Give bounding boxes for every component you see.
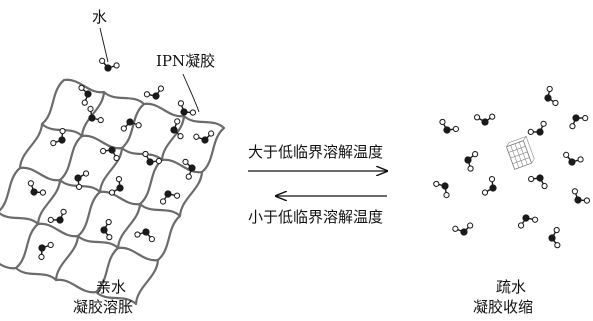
water-molecule-icon: [528, 174, 548, 190]
water-molecule-icon: [481, 176, 497, 196]
gel-swelling-caption: 凝胶溶胀: [73, 298, 134, 316]
water-molecule-icon: [159, 190, 181, 205]
gel-water-molecules: [27, 57, 215, 261]
water-molecule-icon: [433, 180, 450, 199]
water-molecule-icon: [182, 158, 196, 180]
gel-shrink-caption: 凝胶收缩: [473, 298, 534, 316]
ipn-leader-line: [182, 73, 200, 113]
hydrophobic-caption: 疏水: [496, 278, 527, 296]
below-lcst-label: 小于低临界溶解温度: [248, 208, 384, 226]
water-molecule-icon: [548, 226, 561, 249]
above-lcst-label: 大于低临界溶解温度: [248, 143, 384, 161]
free-water-molecules: [433, 85, 591, 249]
water-molecule-icon: [27, 180, 47, 196]
water-molecule-icon: [100, 218, 113, 241]
ipn-gel-label: IPN凝胶: [156, 52, 216, 70]
water-molecule-icon: [571, 188, 591, 204]
water-molecule-icon: [177, 100, 197, 116]
water-molecule-icon: [143, 85, 165, 100]
water-molecule-icon: [108, 176, 124, 196]
water-molecule-icon: [452, 222, 474, 236]
hydrophilic-caption: 亲水: [96, 278, 127, 296]
water-molecule-icon: [50, 127, 66, 147]
water-molecule-icon: [517, 214, 539, 229]
water-label: 水: [92, 8, 108, 26]
water-molecule-icon: [563, 151, 584, 166]
water-molecule-icon: [170, 118, 184, 140]
water-molecule-icon: [544, 85, 559, 107]
water-molecule-icon: [100, 146, 120, 162]
water-molecule-icon: [120, 118, 142, 132]
water-molecule-icon: [527, 120, 547, 136]
water-molecule-icon: [439, 118, 459, 134]
water-molecule-icon: [134, 228, 155, 243]
water-molecule-icon: [74, 170, 90, 190]
water-molecule-icon: [47, 208, 67, 224]
collapsed-gel-icon: [505, 135, 535, 170]
water-molecule-icon: [473, 113, 496, 126]
water-molecule-icon: [99, 57, 120, 72]
water-molecule-icon: [78, 84, 92, 106]
water-molecule-icon: [569, 114, 589, 130]
water-molecule-icon: [193, 130, 215, 144]
water-molecule-icon: [464, 151, 479, 172]
water-molecule-icon: [142, 150, 162, 166]
water-molecule-icon: [38, 241, 54, 261]
water-molecule-icon: [87, 105, 104, 124]
water-leader-line: [99, 27, 109, 63]
